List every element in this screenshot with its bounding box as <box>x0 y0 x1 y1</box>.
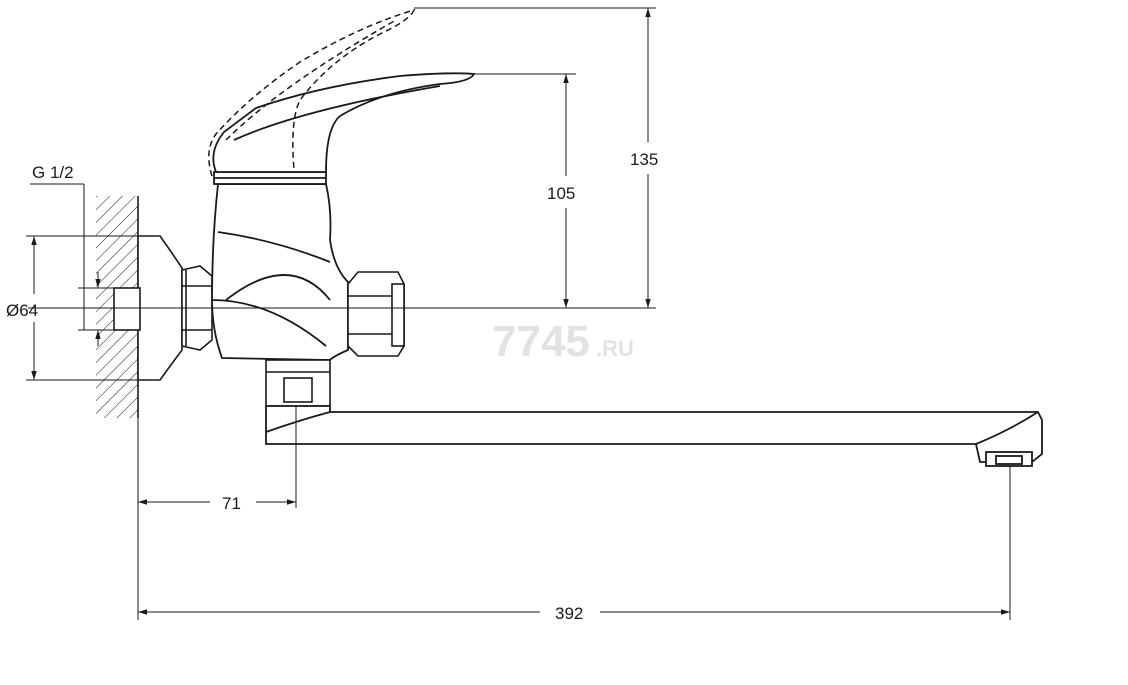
body-contour-3 <box>225 274 331 301</box>
lever-handle-raised <box>208 8 416 177</box>
aerator-inner <box>995 455 1023 465</box>
dimension-lever-height <box>404 73 656 309</box>
dimension-thread <box>30 183 114 346</box>
lever-highlight <box>233 85 441 141</box>
watermark-domain: .RU <box>596 336 634 361</box>
swivel-base <box>265 359 331 407</box>
thread-size-label: G 1/2 <box>32 163 74 182</box>
spout-tube <box>265 405 1043 463</box>
dimension-spout-reach <box>138 466 1011 620</box>
lever-handle <box>212 72 476 173</box>
lever-raised-contour <box>225 19 397 141</box>
flange-diameter-label: Ø64 <box>6 301 38 320</box>
body-offset-label: 71 <box>222 494 241 513</box>
spout-tip-contour <box>975 411 1039 445</box>
outlet-cap <box>391 283 405 347</box>
lever-height-label: 105 <box>547 184 575 203</box>
mixer-body <box>211 171 349 361</box>
body-contour-1 <box>217 231 331 263</box>
body-outline <box>211 183 349 361</box>
spout-joint-contour <box>265 411 331 433</box>
watermark: 7745 .RU <box>492 317 634 366</box>
lever-outline <box>212 72 476 173</box>
dimension-lever-max-height <box>414 7 656 308</box>
lever-raised-outline <box>208 8 416 177</box>
spout-reach-label: 392 <box>555 604 583 623</box>
thread-pipe <box>113 287 141 331</box>
body-contour-2 <box>211 299 327 347</box>
spout <box>265 405 1043 467</box>
dimension-flange-diameter <box>26 235 160 381</box>
watermark-brand: 7745 <box>492 317 590 366</box>
swivel-inner <box>283 377 313 403</box>
dimension-body-offset <box>137 406 297 620</box>
side-outlet <box>347 271 405 357</box>
lever-max-height-label: 135 <box>630 150 658 169</box>
